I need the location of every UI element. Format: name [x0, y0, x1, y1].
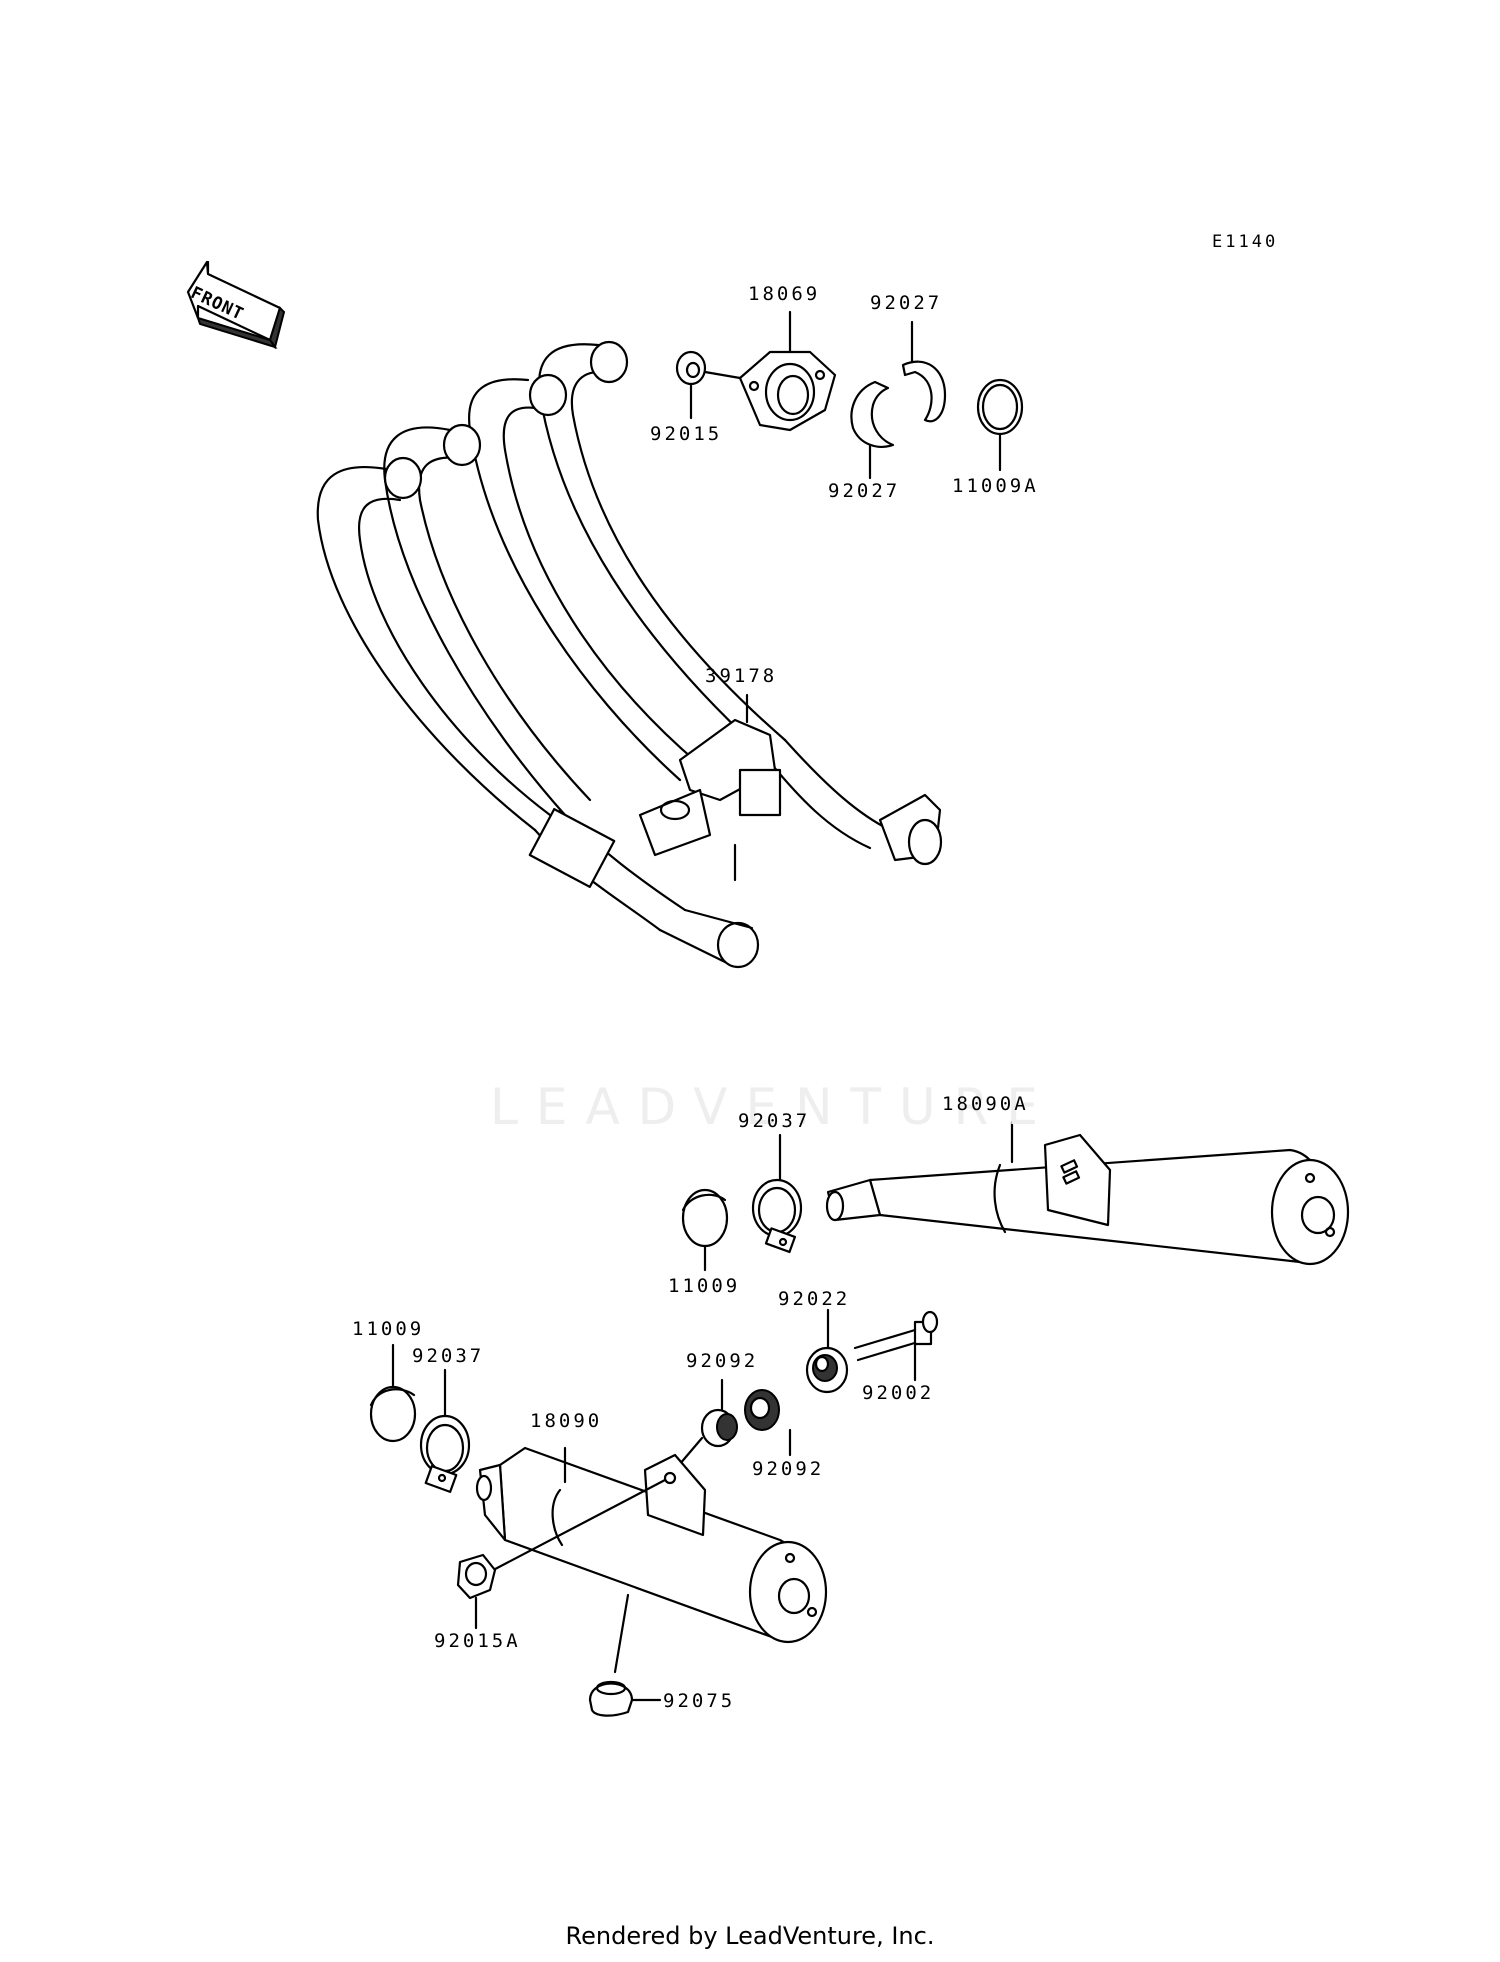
- nut-92015-icon: [675, 350, 742, 386]
- part-label-11009-right[interactable]: 11009: [668, 1275, 741, 1297]
- diagram-code: E1140: [1212, 232, 1279, 252]
- grommet-92092-top-icon: [744, 1389, 780, 1431]
- part-label-18090A[interactable]: 18090A: [942, 1093, 1029, 1115]
- flange-18069-icon: [738, 350, 837, 432]
- collet-92027-top-icon: [901, 360, 947, 423]
- part-label-92002[interactable]: 92002: [862, 1382, 935, 1404]
- part-label-92037-left[interactable]: 92037: [412, 1345, 485, 1367]
- cap-92075-icon: [588, 1680, 634, 1717]
- footer-credit: Rendered by LeadVenture, Inc.: [565, 1922, 935, 1950]
- gasket-11009-right-icon: [681, 1188, 729, 1248]
- grommet-92092-bottom-icon: [700, 1408, 738, 1448]
- bolt-92002-icon: [853, 1310, 939, 1362]
- gasket-11009A-icon: [976, 378, 1024, 436]
- clamp-92037-right-icon: [751, 1178, 803, 1254]
- gasket-11009-left-icon: [369, 1385, 417, 1443]
- part-label-92075[interactable]: 92075: [663, 1690, 736, 1712]
- part-label-92092-bottom[interactable]: 92092: [752, 1458, 825, 1480]
- part-label-92027-top[interactable]: 92027: [870, 292, 943, 314]
- part-label-92092-top[interactable]: 92092: [686, 1350, 759, 1372]
- part-label-18069[interactable]: 18069: [748, 283, 821, 305]
- part-label-92015A[interactable]: 92015A: [434, 1630, 521, 1652]
- nut-92015A-icon: [456, 1553, 497, 1600]
- muffler-18090-icon: [475, 1446, 828, 1674]
- part-label-11009-left[interactable]: 11009: [352, 1318, 425, 1340]
- part-label-11009A[interactable]: 11009A: [952, 475, 1039, 497]
- watermark-text: LEADVENTURE: [490, 1078, 1056, 1136]
- part-label-92015[interactable]: 92015: [650, 423, 723, 445]
- part-label-92037-right[interactable]: 92037: [738, 1110, 811, 1132]
- part-label-18090[interactable]: 18090: [530, 1410, 603, 1432]
- part-label-92027-bottom[interactable]: 92027: [828, 480, 901, 502]
- exhaust-header-39178: [316, 340, 943, 969]
- front-arrow-icon: [186, 260, 286, 350]
- collet-92027-bottom-icon: [850, 380, 895, 448]
- clamp-92037-left-icon: [419, 1414, 471, 1494]
- damper-92022-icon: [805, 1346, 849, 1394]
- part-label-39178[interactable]: 39178: [705, 665, 778, 687]
- muffler-18090A-icon: [825, 1120, 1350, 1266]
- part-label-92022[interactable]: 92022: [778, 1288, 851, 1310]
